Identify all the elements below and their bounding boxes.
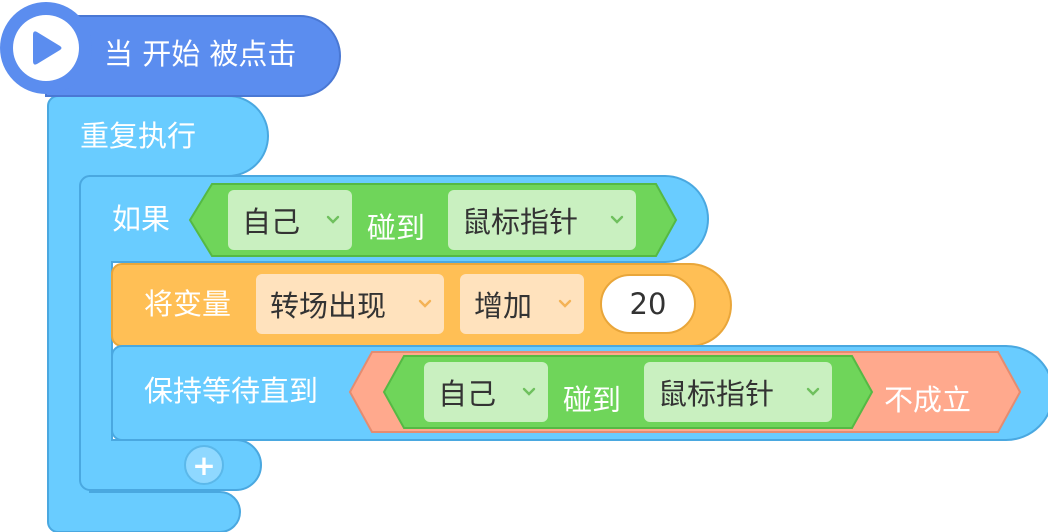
chevron-down-icon [558, 299, 572, 308]
if-label: 如果 [112, 202, 171, 236]
sprite-dropdown-value: 自己 [242, 205, 301, 239]
touch-verb-label: 碰到 [367, 211, 426, 245]
target-dropdown[interactable]: 鼠标指针 [448, 190, 636, 250]
chevron-down-icon [418, 299, 432, 308]
add-block-button[interactable]: + [192, 448, 216, 482]
chevron-down-icon [806, 387, 820, 396]
target-dropdown-value: 鼠标指针 [462, 205, 579, 239]
variable-dropdown-value: 转场出现 [270, 289, 387, 323]
wait-target-dropdown[interactable]: 鼠标指针 [644, 362, 832, 422]
loop-label: 重复执行 [80, 119, 197, 153]
wait-sprite-dropdown-value: 自己 [438, 377, 497, 411]
chevron-down-icon [610, 215, 624, 224]
not-operator-label: 不成立 [884, 383, 972, 417]
wait-until-label: 保持等待直到 [144, 374, 319, 408]
chevron-down-icon [326, 215, 340, 224]
wait-target-dropdown-value: 鼠标指针 [658, 377, 775, 411]
change-variable-label: 将变量 [144, 287, 232, 321]
wait-touch-verb-label: 碰到 [563, 383, 622, 417]
variable-dropdown[interactable]: 转场出现 [256, 274, 444, 334]
chevron-down-icon [522, 387, 536, 396]
wait-sprite-dropdown[interactable]: 自己 [424, 362, 548, 422]
sprite-dropdown[interactable]: 自己 [228, 190, 352, 250]
value-input[interactable]: 20 [600, 274, 696, 334]
operation-dropdown[interactable]: 增加 [460, 274, 584, 334]
add-button-bg [184, 445, 224, 485]
play-icon [33, 31, 62, 65]
operation-dropdown-value: 增加 [474, 289, 533, 323]
event-block-shape [45, 15, 341, 97]
event-label: 当 开始 被点击 [104, 37, 297, 71]
loop-block-shape [47, 95, 269, 532]
